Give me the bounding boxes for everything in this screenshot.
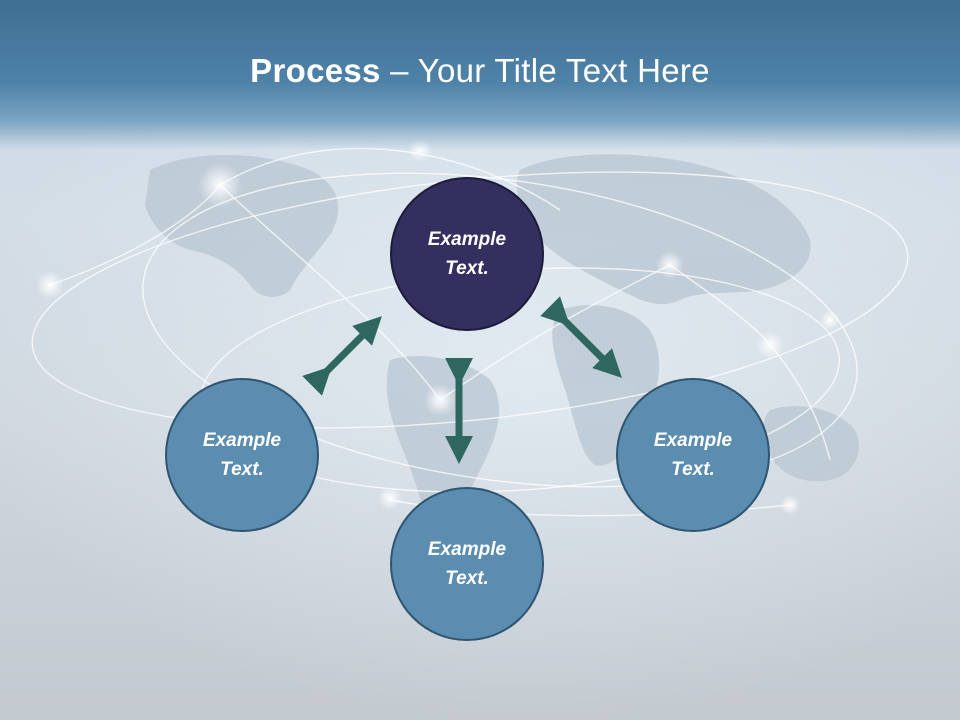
page-title: Process – Your Title Text Here xyxy=(0,52,960,90)
process-circle-center[interactable]: Example Text. xyxy=(390,177,544,331)
title-bar xyxy=(0,0,960,150)
circle-label-bottom: Example Text. xyxy=(427,539,507,589)
circle-label-center: Example Text. xyxy=(427,229,507,279)
process-circle-bottom[interactable]: Example Text. xyxy=(390,487,544,641)
title-rest: – Your Title Text Here xyxy=(380,52,710,89)
title-bold: Process xyxy=(250,52,381,89)
circle-label-left: Example Text. xyxy=(202,430,282,480)
circle-label-right: Example Text. xyxy=(653,430,733,480)
process-circle-left[interactable]: Example Text. xyxy=(165,378,319,532)
process-circle-right[interactable]: Example Text. xyxy=(616,378,770,532)
